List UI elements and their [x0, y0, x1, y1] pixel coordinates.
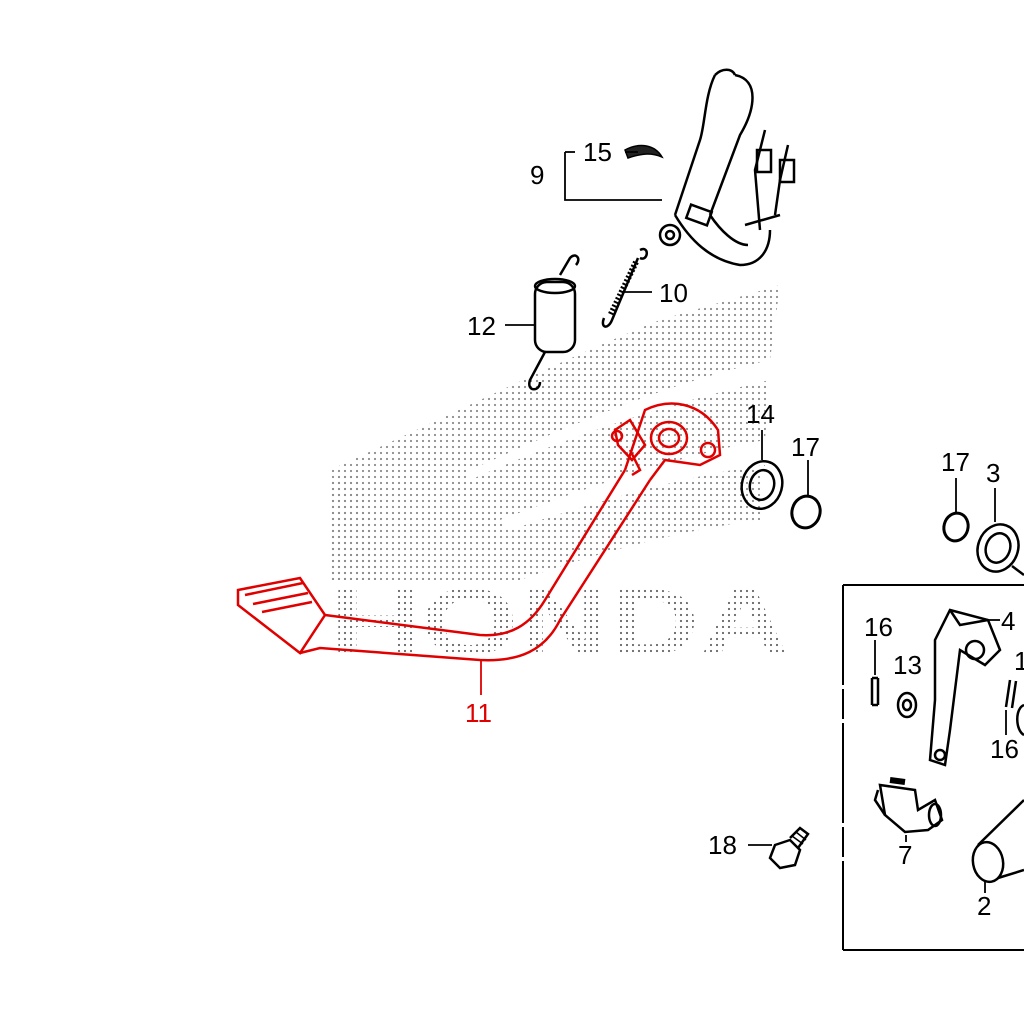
label-part-14[interactable]: 14 — [746, 399, 775, 429]
label-part-16-left[interactable]: 16 — [864, 612, 893, 642]
label-part-17-left[interactable]: 17 — [791, 432, 820, 462]
label-part-13[interactable]: 13 — [893, 650, 922, 680]
label-part-4[interactable]: 4 — [1001, 606, 1016, 636]
part-15-clip[interactable] — [624, 144, 664, 159]
honda-wing-watermark — [330, 285, 780, 580]
part-3-seal[interactable] — [971, 519, 1024, 578]
part-18-bolt[interactable] — [768, 826, 810, 870]
part-12-spring-large[interactable] — [528, 254, 580, 391]
label-part-17-right[interactable]: 17 — [941, 447, 970, 477]
part-17-oring-right[interactable] — [941, 510, 971, 543]
part-9-switch-harness[interactable] — [658, 68, 796, 267]
part-10-spring-small[interactable] — [601, 247, 648, 328]
part-16-pin-left[interactable] — [870, 676, 880, 707]
label-part-15[interactable]: 15 — [583, 137, 612, 167]
detail-box — [842, 584, 1024, 951]
label-part-7[interactable]: 7 — [898, 840, 913, 870]
label-part-2[interactable]: 2 — [977, 891, 992, 921]
label-part-16-right[interactable]: 16 — [990, 734, 1019, 764]
part-1-partial[interactable] — [1016, 703, 1024, 737]
leader-lines — [505, 151, 1007, 893]
part-4-arm[interactable] — [928, 608, 1002, 767]
label-part-12[interactable]: 12 — [467, 311, 496, 341]
label-part-1-partial[interactable]: 1 — [1014, 646, 1024, 676]
part-16-pin-right[interactable] — [1004, 679, 1018, 709]
label-part-10[interactable]: 10 — [659, 278, 688, 308]
part-7-joint[interactable] — [873, 777, 944, 834]
part-13-washer[interactable] — [896, 691, 918, 719]
part-14-washer[interactable] — [736, 457, 787, 514]
label-part-18[interactable]: 18 — [708, 830, 737, 860]
label-part-11[interactable]: 11 — [465, 698, 492, 728]
part-11-brake-pedal[interactable] — [236, 402, 722, 662]
label-part-9[interactable]: 9 — [530, 160, 545, 190]
label-part-3[interactable]: 3 — [986, 458, 1001, 488]
part-2-rod[interactable] — [970, 799, 1024, 884]
part-17-oring-left[interactable] — [788, 493, 823, 531]
